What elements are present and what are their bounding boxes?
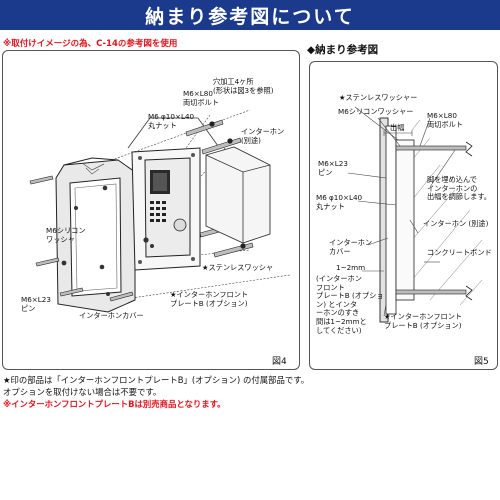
label-embed-note: 脚を埋め込んで インターホンの 出幅を調節します。 [427, 175, 491, 202]
label-concrete: コンクリートボンド [427, 248, 492, 257]
right-heading: ◆納まり参考図 [307, 44, 379, 56]
label-gap: 1~2mm [336, 263, 366, 272]
footnote-2: オプションを取付けない場合は不要です。 [3, 387, 162, 397]
intercom-cover-shape [55, 157, 136, 313]
label-pin-left: M6×L23 ピン [21, 295, 51, 313]
label-bolt-left: M6×L80 両切ボルト [183, 89, 219, 107]
label-pin-right: M6×L23 ピン [318, 159, 348, 177]
header-banner: 納まり参考図について [0, 0, 500, 30]
label-gap-note: (インターホン フロント プレートB (オプショ ン) とインタ ーホンのすき … [316, 274, 384, 335]
concrete-wall-shape [411, 119, 483, 310]
label-protrusion: 出幅 [390, 123, 405, 132]
label-cover-left: インターホンカバー [79, 311, 144, 320]
label-silicone-left: M6シリコン ワッシャ [46, 226, 86, 244]
label-washer-right: ★ステンレスワッシャー [339, 93, 418, 102]
label-intercom-right: インターホン (別途) [423, 219, 489, 228]
label-front-plate-right: ★インターホンフロント プレートB (オプション) [384, 312, 463, 330]
label-nut-left: M6 φ10×L40 丸ナット [148, 112, 195, 130]
footnote-1: ★印の部品は「インターホンフロントプレートB」(オプション) の付属部品です。 [3, 375, 310, 385]
label-silicone-right: M6シリコンワッシャー [338, 107, 414, 116]
label-cover-right: インターホン カバー [329, 238, 373, 256]
image-notice: ※取付けイメージの為、C-14の参考図を使用 [3, 39, 178, 49]
label-nut-right: M6 φ10×L40 丸ナット [316, 193, 363, 211]
intercom-unit-shape [144, 157, 191, 258]
wall-box-shape [205, 146, 271, 244]
figure-4-number: 図4 [272, 357, 287, 367]
page-title: 納まり参考図について [145, 5, 355, 28]
figure-5-number: 図5 [474, 357, 489, 367]
label-washer-left: ★ステンレスワッシャ [202, 263, 274, 272]
label-intercom-left: インターホン (別途) [241, 127, 285, 145]
label-front-plate-left: ★インターホンフロント プレートB (オプション) [170, 290, 249, 308]
footnote-red: ※インターホンフロントプレートBは別売商品となります。 [3, 399, 226, 409]
label-hole: 穴加工4ヶ所 (形状は図3を参照) [213, 77, 274, 95]
label-bolt-right: M6×L80 両切ボルト [427, 111, 463, 129]
